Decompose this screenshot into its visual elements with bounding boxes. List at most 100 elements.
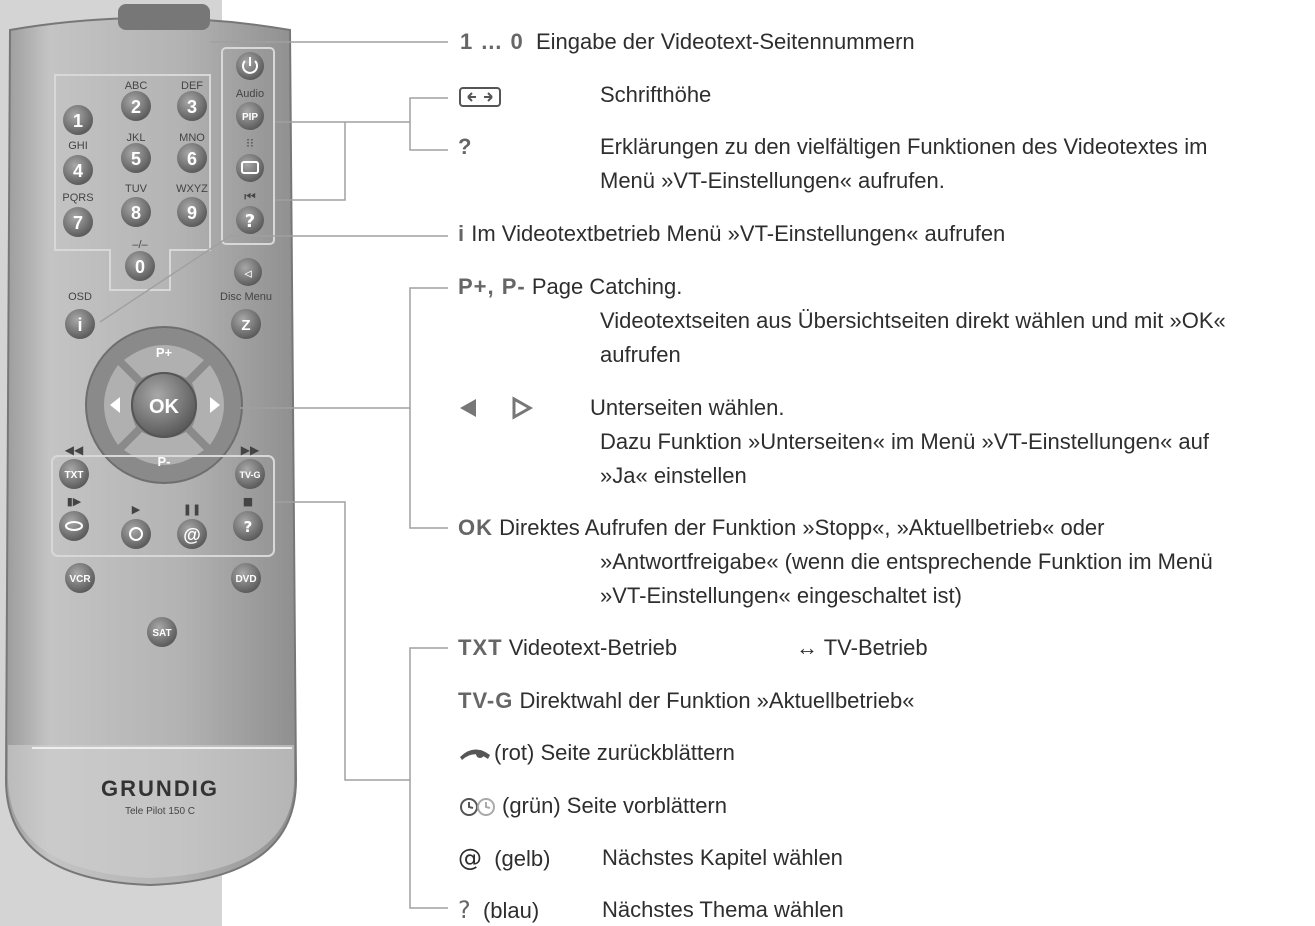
digit-button-4[interactable]: 4 <box>63 155 93 185</box>
digit-button-1[interactable]: 1 <box>63 105 93 135</box>
digit-button-9[interactable]: 9 <box>177 197 207 227</box>
skip-back-icon: ⏮ <box>244 190 256 205</box>
desc-p-3: aufrufen <box>600 342 681 367</box>
blue-button[interactable]: ? <box>233 511 263 541</box>
red-button[interactable] <box>59 511 89 541</box>
desc-txt: Videotext-Betrieb <box>508 635 678 660</box>
desc-p-2: Videotextseiten aus Übersichtseiten dire… <box>600 308 1226 333</box>
reveal-icon: ? <box>458 896 471 924</box>
digit-button-0[interactable]: 0 <box>125 251 155 281</box>
txt-button[interactable]: TXT <box>59 459 89 489</box>
desc-arrows-3: »Ja« einstellen <box>600 463 747 488</box>
size-button[interactable] <box>236 154 264 182</box>
digit-button-5[interactable]: 5 <box>121 143 151 173</box>
legend-row-ok: OK Direktes Aufrufen der Funktion »Stopp… <box>458 515 1105 541</box>
label-abc: ABC <box>125 80 148 92</box>
nav-right-button[interactable] <box>192 365 224 445</box>
legend-row-p: P+, P- Page Catching. <box>458 274 682 300</box>
clock-icon <box>460 798 495 817</box>
vcr-button[interactable]: VCR <box>65 563 95 593</box>
svg-text:TXT: TXT <box>65 470 84 481</box>
mute-button[interactable]: ◃ <box>234 258 262 286</box>
desc-tvg: Direktwahl der Funktion »Aktuellbetrieb« <box>519 688 915 713</box>
pip-button[interactable]: PIP <box>236 102 264 130</box>
label-pqrs: PQRS <box>62 192 93 204</box>
label-def: DEF <box>181 80 203 92</box>
svg-text:SAT: SAT <box>152 628 171 639</box>
label-tuv: TUV <box>125 183 148 195</box>
arrow-left-icon <box>110 397 120 413</box>
pause-icon: ❚❚ <box>183 503 201 516</box>
info-button[interactable]: i <box>65 309 95 339</box>
model-label: Tele Pilot 150 C <box>125 806 195 817</box>
dvd-button[interactable]: DVD <box>231 563 261 593</box>
desc-ok: Direktes Aufrufen der Funktion »Stopp«, … <box>499 515 1105 540</box>
desc-ok-3: »VT-Einstellungen« eingeschaltet ist) <box>600 583 962 608</box>
svg-text:i: i <box>77 315 82 335</box>
desc-arrows-2: Dazu Funktion »Unterseiten« im Menü »VT-… <box>600 429 1210 454</box>
ir-window <box>118 4 210 30</box>
svg-text:DVD: DVD <box>235 574 256 585</box>
label-disc-menu: Disc Menu <box>220 291 272 303</box>
digit-button-3[interactable]: 3 <box>177 91 207 121</box>
arrows-icon <box>460 396 534 420</box>
digit-button-7[interactable]: 7 <box>63 207 93 237</box>
arrow-right-icon <box>512 396 534 420</box>
tvg-button[interactable]: TV-G <box>235 459 265 489</box>
digit-button-8[interactable]: 8 <box>121 197 151 227</box>
svg-text:Z: Z <box>241 317 250 334</box>
digit-button-6[interactable]: 6 <box>177 143 207 173</box>
leader-transport-bottom <box>409 780 448 909</box>
legend-row-info: i Im Videotextbetrieb Menü »VT-Einstellu… <box>458 221 1005 247</box>
svg-text:OK: OK <box>149 396 180 418</box>
legend-arrows <box>458 395 542 427</box>
key-question: ? <box>458 134 473 159</box>
arrow-right-icon <box>210 397 220 413</box>
step-icon: ▮▶ <box>67 495 82 508</box>
remote-control: 1 2 3 4 5 6 7 8 9 0 ABC DEF GHI JKL MNO … <box>4 4 298 887</box>
key-info: i <box>458 221 466 246</box>
green-button[interactable] <box>121 519 151 549</box>
label-ghi: GHI <box>68 140 88 152</box>
leader-nav-ok <box>409 408 448 529</box>
question-button[interactable]: ? <box>236 206 264 234</box>
z-button[interactable]: Z <box>231 309 261 339</box>
color-yellow: (gelb) <box>494 846 551 871</box>
leader-size <box>275 97 448 123</box>
color-blue: (blau) <box>482 898 540 923</box>
yellow-button[interactable]: @ <box>177 519 207 549</box>
svg-text:8: 8 <box>131 203 141 223</box>
desc-txt-right: ↔ TV-Betrieb <box>796 635 928 660</box>
nav-up-button[interactable] <box>124 345 204 378</box>
leader-question <box>409 122 448 151</box>
label-wxyz: WXYZ <box>176 183 208 195</box>
power-button[interactable] <box>236 52 264 80</box>
rewind-icon: ◀◀ <box>65 443 84 457</box>
svg-text:VCR: VCR <box>69 574 91 585</box>
svg-text:2: 2 <box>131 97 141 117</box>
sat-button[interactable]: SAT <box>147 617 177 647</box>
ok-button[interactable]: OK <box>131 372 197 438</box>
svg-text:5: 5 <box>131 149 141 169</box>
desc-ok-2: »Antwortfreigabe« (wenn die entsprechend… <box>600 549 1213 574</box>
legend-row-txt: TXT Videotext-Betrieb <box>458 635 677 661</box>
size-icon <box>241 161 259 174</box>
mute-icon: ◃ <box>244 264 252 282</box>
clock-icon <box>129 527 143 541</box>
desc-info: Im Videotextbetrieb Menü »VT-Einstellung… <box>471 221 1006 246</box>
desc-green: (grün) Seite vorblättern <box>502 793 727 818</box>
label-mno: MNO <box>179 132 205 144</box>
at-icon: @ <box>458 844 482 872</box>
label-p-plus: P+ <box>156 345 173 360</box>
svg-text:7: 7 <box>73 213 83 233</box>
legend-row-blue-key: ? (blau) <box>458 897 539 924</box>
play-icon: ▶ <box>132 503 141 516</box>
legend-row-red: (rot) Seite zurückblättern <box>458 740 735 766</box>
reveal-icon: ? <box>244 518 253 536</box>
legend-row-tvg: TV-G Direktwahl der Funktion »Aktuellbet… <box>458 688 914 714</box>
desc-p: Page Catching. <box>531 274 683 299</box>
svg-text:1: 1 <box>73 111 83 131</box>
arrow-left-icon <box>460 399 476 417</box>
at-icon: @ <box>183 525 201 545</box>
digit-button-2[interactable]: 2 <box>121 91 151 121</box>
